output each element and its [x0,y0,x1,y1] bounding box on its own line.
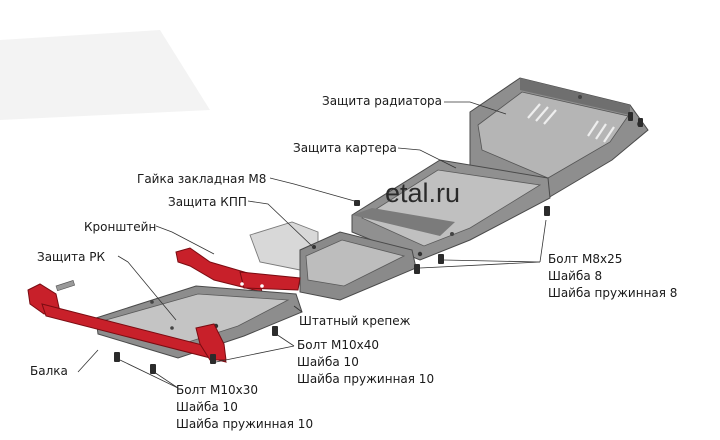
leader-lines [77,101,547,389]
fastener-list-m10x30: Болт М10x30 Шайба 10 Шайба пружинная 10 [176,382,313,433]
fastener-m10x30-bolt: Болт М10x30 [176,383,259,397]
fastener-bolts [114,112,643,374]
label-beam: Балка [30,364,68,378]
fastener-list-m10x40: Болт М10x40 Шайба 10 Шайба пружинная 10 [297,337,434,388]
fastener-m10x30-washer: Шайба 10 [176,400,238,414]
fastener-m10x40-spring-washer: Шайба пружинная 10 [297,372,435,386]
background-shade [0,30,210,120]
fastener-list-m8: Болт М8x25 Шайба 8 Шайба пружинная 8 [548,251,677,302]
watermark-text: etal.ru [385,178,461,208]
label-standard-mount: Штатный крепеж [299,314,411,328]
gearbox-guard-part [249,221,417,301]
beam-part [27,280,227,363]
fastener-m8-bolt: Болт М8x25 [548,252,623,266]
fastener-m10x30-spring-washer: Шайба пружинная 10 [176,417,314,431]
fastener-m10x40-bolt: Болт М10x40 [297,338,380,352]
label-transfer-case-guard: Защита РК [37,250,106,264]
label-radiator-guard: Защита радиатора [322,94,443,108]
crankcase-guard-part [351,159,551,261]
bracket-part [175,247,301,293]
label-bracket: Кронштейн [84,220,157,234]
label-crankcase-guard: Защита картера [293,141,397,155]
radiator-guard-part [469,77,649,199]
label-gearbox-guard: Защита КПП [168,195,247,209]
label-weld-nut: Гайка закладная М8 [137,172,267,186]
fastener-m8-washer: Шайба 8 [548,269,603,283]
fastener-m10x40-washer: Шайба 10 [297,355,359,369]
fastener-m8-spring-washer: Шайба пружинная 8 [548,286,678,300]
